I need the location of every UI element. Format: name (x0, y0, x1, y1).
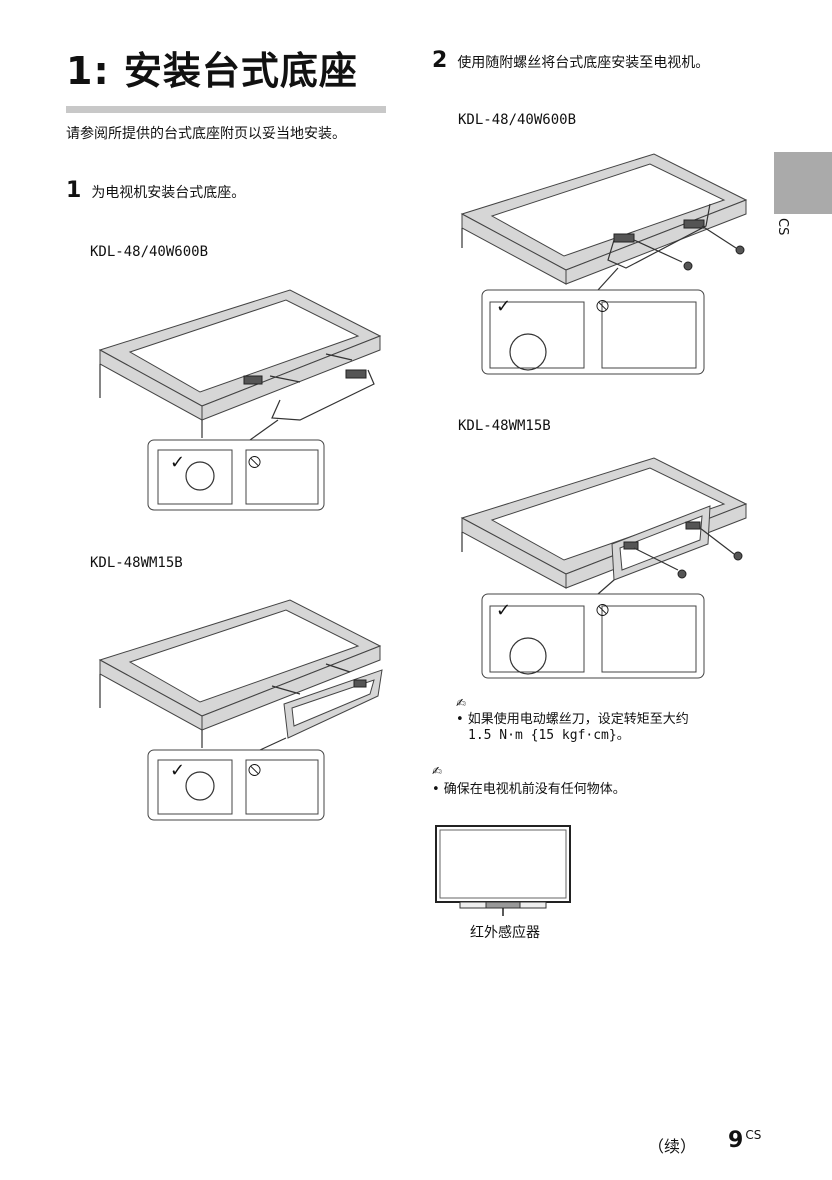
continued-label: （续） (648, 1137, 697, 1156)
note-2: • 确保在电视机前没有任何物体。 (432, 782, 626, 797)
check-icon: ✓ (170, 760, 186, 781)
prohibit-icon: ⦸ (248, 756, 262, 780)
note-pencil-icon: ✍ (456, 696, 467, 710)
note-1-line1: • 如果使用电动螺丝刀，设定转矩至大约 (456, 712, 689, 727)
step-1: 1 为电视机安装台式底座。 (66, 178, 245, 203)
tv-screw-illustration-2b (460, 457, 748, 679)
step-2: 2 使用随附螺丝将台式底座安装至电视机。 (432, 48, 709, 73)
section-tab (774, 152, 832, 214)
note-1-line2: 1.5 N·m {15 kgf·cm}。 (468, 728, 630, 743)
check-icon: ✓ (496, 600, 512, 621)
intro-text: 请参阅所提供的台式底座附页以妥当地安装。 (66, 126, 346, 142)
tv-stand-illustration-1b (98, 599, 383, 821)
step-text: 使用随附螺丝将台式底座安装至电视机。 (457, 55, 710, 71)
check-icon: ✓ (170, 452, 186, 473)
step-number: 2 (432, 48, 448, 73)
tv-front-illustration (435, 825, 571, 916)
note-pencil-icon: ✍ (432, 764, 443, 778)
ir-sensor-caption: 红外感应器 (470, 925, 540, 941)
prohibit-icon: ⦸ (596, 292, 610, 316)
note-1: • 如果使用电动螺丝刀，设定转矩至大约 1.5 N·m {15 kgf·cm}。 (456, 712, 689, 744)
step-text: 为电视机安装台式底座。 (91, 185, 246, 201)
title-divider (66, 106, 386, 113)
prohibit-icon: ⦸ (248, 448, 262, 472)
page-suffix: CS (745, 1128, 762, 1142)
model-label-2b: KDL-48WM15B (458, 418, 551, 434)
tv-stand-illustration-1a (98, 289, 382, 511)
model-label-1b: KDL-48WM15B (90, 555, 183, 571)
model-label-2a: KDL-48/40W600B (458, 112, 577, 128)
language-tab-label: CS (775, 218, 790, 236)
prohibit-icon: ⦸ (596, 596, 610, 620)
model-label-1a: KDL-48/40W600B (90, 244, 209, 260)
check-icon: ✓ (496, 296, 512, 317)
step-number: 1 (66, 178, 82, 203)
page-title: 1: 安装台式底座 (66, 49, 358, 93)
tv-screw-illustration-2a (460, 153, 748, 375)
